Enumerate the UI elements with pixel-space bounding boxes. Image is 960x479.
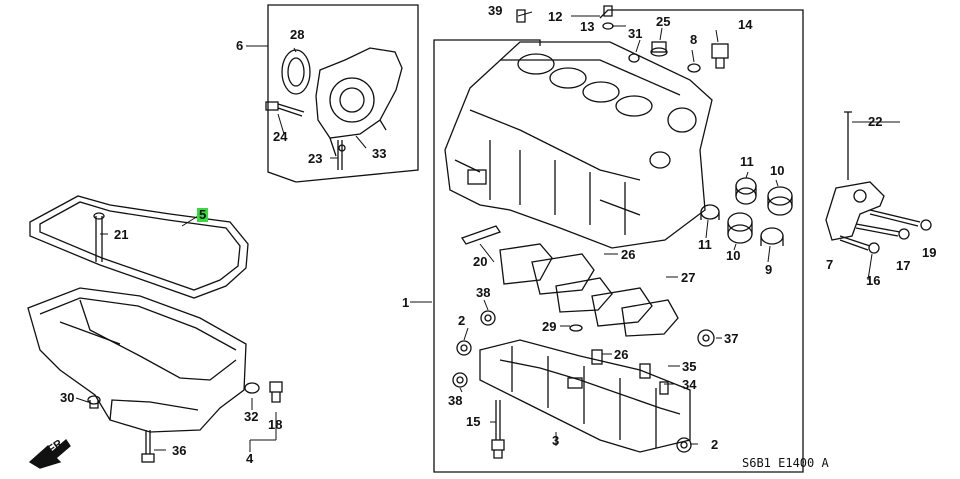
part-label-9: 9	[765, 262, 773, 277]
part-label-20: 20	[473, 254, 488, 269]
part-label-28: 28	[290, 27, 305, 42]
part-label-10: 10	[770, 163, 785, 178]
part-label-39: 39	[488, 3, 503, 18]
cap-bolt	[460, 225, 502, 245]
part-label-7: 7	[826, 257, 834, 272]
part-label-25: 25	[656, 14, 671, 29]
front-arrow	[28, 439, 71, 469]
long-bolt	[491, 400, 505, 459]
engine-bracket	[825, 111, 932, 254]
part-label-15: 15	[466, 414, 481, 429]
part-label-11: 11	[698, 237, 712, 252]
part-label-38: 38	[448, 393, 463, 408]
part-label-18: 18	[268, 417, 283, 432]
seals	[452, 310, 715, 453]
part-label-10: 10	[726, 248, 741, 263]
part-label-1: 1	[402, 295, 410, 310]
part-label-26: 26	[614, 347, 629, 362]
part-label-21: 21	[114, 227, 129, 242]
part-label-3: 3	[552, 433, 560, 448]
part-label-27: 27	[681, 270, 696, 285]
crank-bearings	[700, 177, 793, 246]
part-label-34: 34	[682, 377, 697, 392]
part-label-31: 31	[628, 26, 643, 41]
dowel-pins	[516, 5, 614, 30]
part-label-13: 13	[580, 19, 595, 34]
engine-block-frame	[433, 9, 804, 473]
part-label-2: 2	[458, 313, 466, 328]
part-label-33: 33	[372, 146, 387, 161]
part-label-12: 12	[548, 9, 563, 24]
oil-pump-frame	[267, 4, 419, 183]
part-label-19: 19	[922, 245, 937, 260]
part-label-24: 24	[273, 129, 288, 144]
stud	[93, 212, 105, 262]
part-label-36: 36	[172, 443, 187, 458]
bearing-caps	[499, 243, 679, 337]
part-label-22: 22	[868, 114, 883, 129]
part-label-4: 4	[246, 451, 254, 466]
part-label-2: 2	[711, 437, 719, 452]
cylinder-block	[444, 41, 713, 249]
cover-bolts	[265, 101, 343, 170]
part-label-17: 17	[896, 258, 911, 273]
part-label-38: 38	[476, 285, 491, 300]
part-label-30: 30	[60, 390, 75, 405]
part-label-11: 11	[740, 154, 754, 169]
oil-seal	[281, 49, 311, 95]
part-label-14: 14	[738, 17, 753, 32]
leader-lines	[75, 11, 900, 452]
part-label-35: 35	[682, 359, 697, 374]
part-label-29: 29	[542, 319, 557, 334]
part-label-5[interactable]: 5	[197, 207, 209, 222]
part-label-8: 8	[690, 32, 698, 47]
diagram-code: S6B1 E1400 A	[742, 456, 829, 470]
part-label-37: 37	[724, 331, 739, 346]
lower-block	[479, 339, 691, 453]
plugs	[628, 41, 729, 73]
part-label-32: 32	[244, 409, 259, 424]
part-label-16: 16	[866, 273, 881, 288]
part-label-6: 6	[236, 38, 244, 53]
oil-pan-gasket	[29, 195, 249, 299]
oil-pan	[27, 287, 247, 433]
part-label-23: 23	[308, 151, 323, 166]
part-label-26: 26	[621, 247, 636, 262]
drain-parts	[87, 381, 283, 463]
